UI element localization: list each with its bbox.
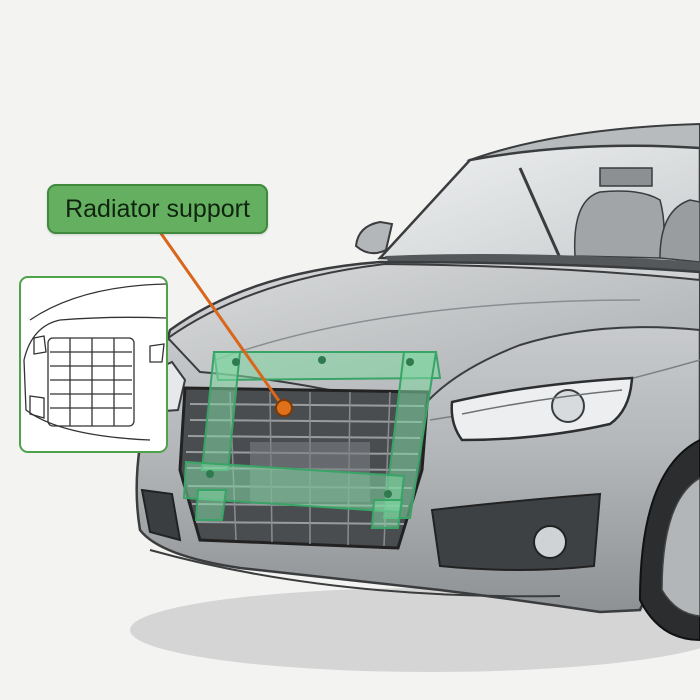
support-right-foot [370, 499, 404, 529]
lower-bumper-lip [149, 549, 561, 598]
rear-view-mirror [599, 167, 653, 187]
radiator-support-label: Radiator support [47, 184, 268, 234]
seat-right [659, 199, 700, 263]
fog-light [533, 525, 567, 559]
callout-marker [275, 399, 293, 417]
radiator-support-highlight [182, 351, 442, 529]
support-left-foot [194, 489, 228, 521]
side-mirror [354, 220, 394, 255]
a-pillar [518, 167, 562, 259]
callout-leader-line [158, 231, 286, 409]
wheel-rim [661, 477, 700, 617]
inset-panel [19, 276, 168, 453]
headlight-drl [461, 389, 623, 415]
inset-car-front [23, 283, 167, 441]
ground-shadow [130, 588, 700, 672]
left-lower-intake [140, 488, 182, 542]
seat-left [573, 190, 665, 259]
support-bolt-holes [206, 356, 414, 498]
hood-crease [214, 299, 641, 361]
